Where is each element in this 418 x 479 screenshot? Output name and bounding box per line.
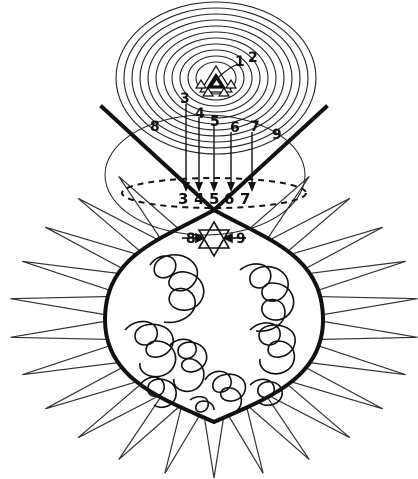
label-3: 3	[180, 91, 190, 107]
ring-label-3: 3	[178, 190, 188, 208]
label-5: 5	[210, 114, 220, 130]
label-8: 8	[150, 119, 160, 135]
label-7: 7	[250, 119, 260, 135]
label-9: 9	[272, 127, 282, 143]
label-2: 2	[248, 50, 258, 66]
label-1: 1	[235, 54, 245, 70]
sun-ray	[249, 176, 310, 239]
ring-labels: 3 4 5 6 7	[178, 190, 250, 208]
label-6: 6	[230, 120, 240, 136]
ring-label-5: 5	[209, 190, 219, 208]
label-4: 4	[195, 106, 205, 122]
ring-label-4: 4	[194, 190, 204, 208]
sun-ray	[165, 407, 202, 473]
star-label-8: 8	[186, 231, 196, 247]
sun-ray	[227, 407, 264, 473]
ring-label-7: 7	[240, 190, 250, 208]
ring-label-6: 6	[224, 190, 234, 208]
sun-ray	[119, 176, 180, 239]
star-label-9: 9	[236, 231, 246, 247]
